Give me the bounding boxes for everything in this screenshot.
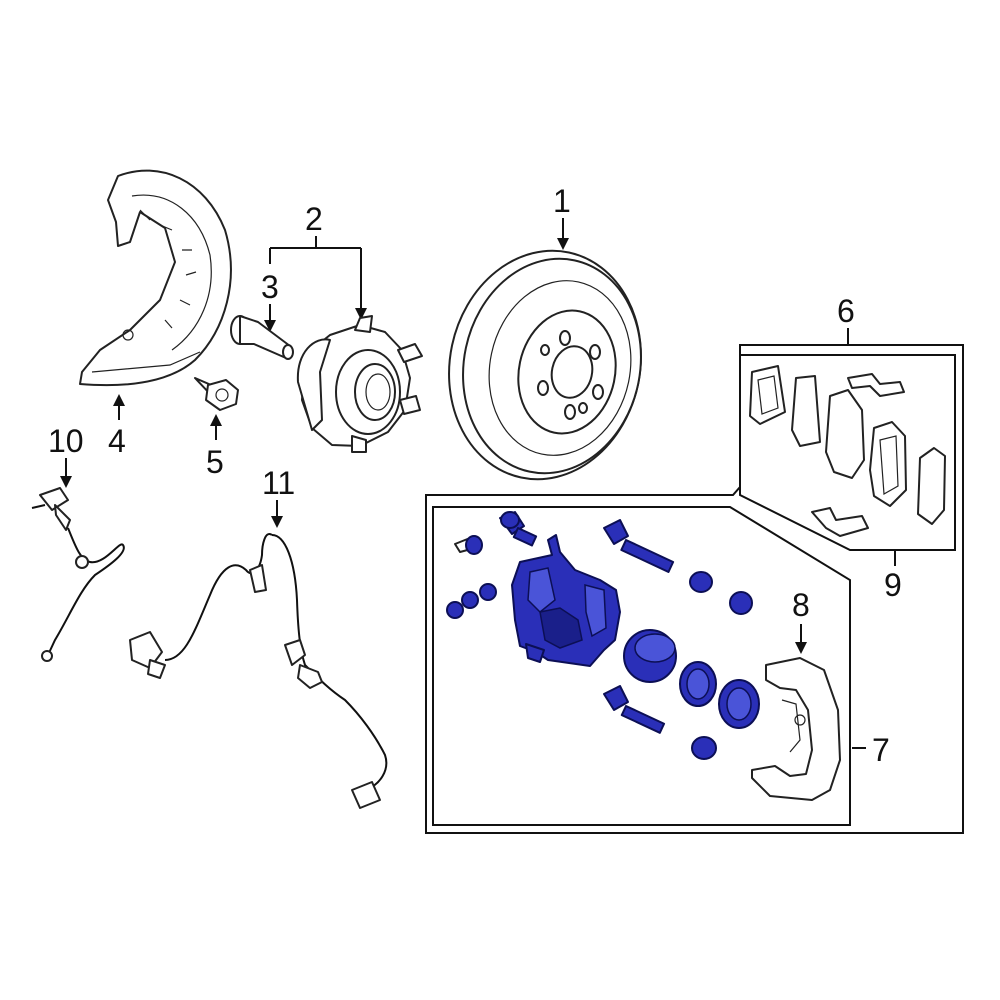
caliper-bracket[interactable] <box>751 657 841 801</box>
wheel-speed-sensor-front[interactable] <box>31 487 125 662</box>
wheel-speed-sensor-harness[interactable] <box>129 533 388 809</box>
callout-8[interactable]: 8 <box>792 587 810 623</box>
callout-4[interactable]: 4 <box>108 423 126 459</box>
callout-11[interactable]: 11 <box>262 465 295 501</box>
callout-10[interactable]: 10 <box>48 423 84 459</box>
callout-3[interactable]: 3 <box>261 269 279 305</box>
shield-bolt[interactable] <box>194 377 239 411</box>
caliper-highlighted[interactable] <box>511 534 621 667</box>
dust-shield[interactable] <box>79 169 232 387</box>
wheel-stud[interactable] <box>230 315 294 360</box>
callout-5[interactable]: 5 <box>206 444 224 480</box>
callout-7[interactable]: 7 <box>872 732 890 768</box>
leader-lines <box>60 218 896 749</box>
caliper-hardware-parts[interactable] <box>446 511 760 760</box>
callout-2[interactable]: 2 <box>305 201 323 237</box>
brake-pad-set[interactable] <box>749 365 946 537</box>
caliper-inner-box <box>432 506 851 826</box>
caliper-kit-outer-box <box>425 344 964 834</box>
callout-6[interactable]: 6 <box>837 293 855 329</box>
callout-1[interactable]: 1 <box>553 183 571 219</box>
pad-set-box <box>739 354 956 551</box>
callout-9[interactable]: 9 <box>884 567 902 603</box>
hub-bearing-assembly[interactable] <box>296 315 423 453</box>
brake-rotor[interactable] <box>428 233 662 497</box>
